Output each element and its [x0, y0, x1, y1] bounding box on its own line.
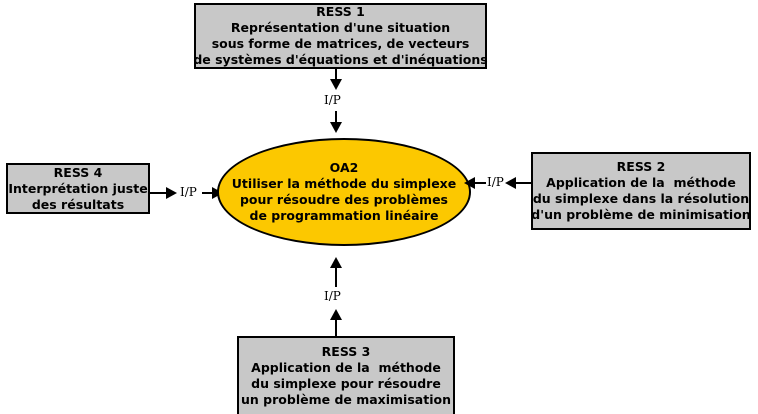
- node-oa2-line-4: de programmation linéaire: [249, 208, 439, 223]
- node-oa2[interactable]: OA2 Utiliser la méthode du simplexe pour…: [217, 138, 471, 246]
- node-ress-3-line-3: du simplexe pour résoudre: [251, 376, 441, 391]
- node-ress-3-line-2: Application de la méthode: [251, 360, 441, 375]
- connector-ress1-segment-lower: [335, 111, 337, 127]
- node-ress-2-line-1: RESS 2: [616, 159, 666, 174]
- node-oa2-line-1: OA2: [329, 160, 359, 175]
- connector-ress2-arrowhead-left: [464, 177, 475, 189]
- node-ress-1-line-1: RESS 1: [316, 4, 365, 19]
- node-oa2-line-3: pour résoudre des problèmes: [239, 192, 449, 207]
- connector-ress4-label: I/P: [180, 185, 197, 199]
- connector-ress1-arrowhead-upper: [330, 79, 342, 90]
- node-ress-1-line-3: sous forme de matrices, de vecteurs: [211, 36, 470, 51]
- connector-ress2-segment-left: [472, 182, 486, 184]
- connector-ress3-segment-upper: [335, 267, 337, 287]
- node-ress-3-line-4: un problème de maximisation: [241, 392, 451, 407]
- node-ress-4-line-2: Interprétation juste: [8, 180, 148, 196]
- connector-ress3-arrowhead-upper: [330, 257, 342, 268]
- node-ress-4[interactable]: RESS 4 Interprétation juste des résultat…: [6, 163, 150, 214]
- node-ress-4-line-3: des résultats: [31, 196, 125, 212]
- connector-ress2-arrowhead-right: [505, 177, 516, 189]
- connector-ress4-arrowhead-left: [166, 187, 177, 199]
- connector-ress2-label: I/P: [487, 175, 504, 189]
- connector-ress1-label: I/P: [324, 93, 341, 107]
- node-oa2-line-2: Utiliser la méthode du simplexe: [231, 176, 457, 191]
- node-ress-3-line-1: RESS 3: [321, 344, 371, 359]
- connector-ress4-segment-left: [150, 192, 169, 194]
- connector-ress3-arrowhead-lower: [330, 309, 342, 320]
- connector-ress2-segment-right: [516, 182, 531, 184]
- node-ress-2-line-3: du simplexe dans la résolution: [532, 191, 750, 206]
- connector-ress1-segment-upper: [335, 69, 337, 88]
- node-ress-3[interactable]: RESS 3 Application de la méthode du simp…: [237, 336, 455, 414]
- node-ress-1[interactable]: RESS 1 Représentation d'une situation so…: [193, 3, 488, 69]
- node-ress-2[interactable]: RESS 2 Application de la méthode du simp…: [531, 152, 751, 230]
- node-ress-2-line-2: Application de la méthode: [546, 175, 736, 190]
- connector-ress1-arrowhead-lower: [330, 122, 342, 133]
- connector-ress3-segment-lower: [335, 320, 337, 336]
- node-ress-4-line-1: RESS 4: [53, 164, 103, 180]
- connector-ress4-segment-right: [202, 192, 216, 194]
- node-ress-2-line-4: d'un problème de minimisation: [531, 207, 751, 222]
- node-ress-1-line-4: de systèmes d'équations et d'inéquations: [193, 52, 488, 67]
- connector-ress3-label: I/P: [324, 289, 341, 303]
- node-ress-1-line-2: Représentation d'une situation: [230, 20, 451, 35]
